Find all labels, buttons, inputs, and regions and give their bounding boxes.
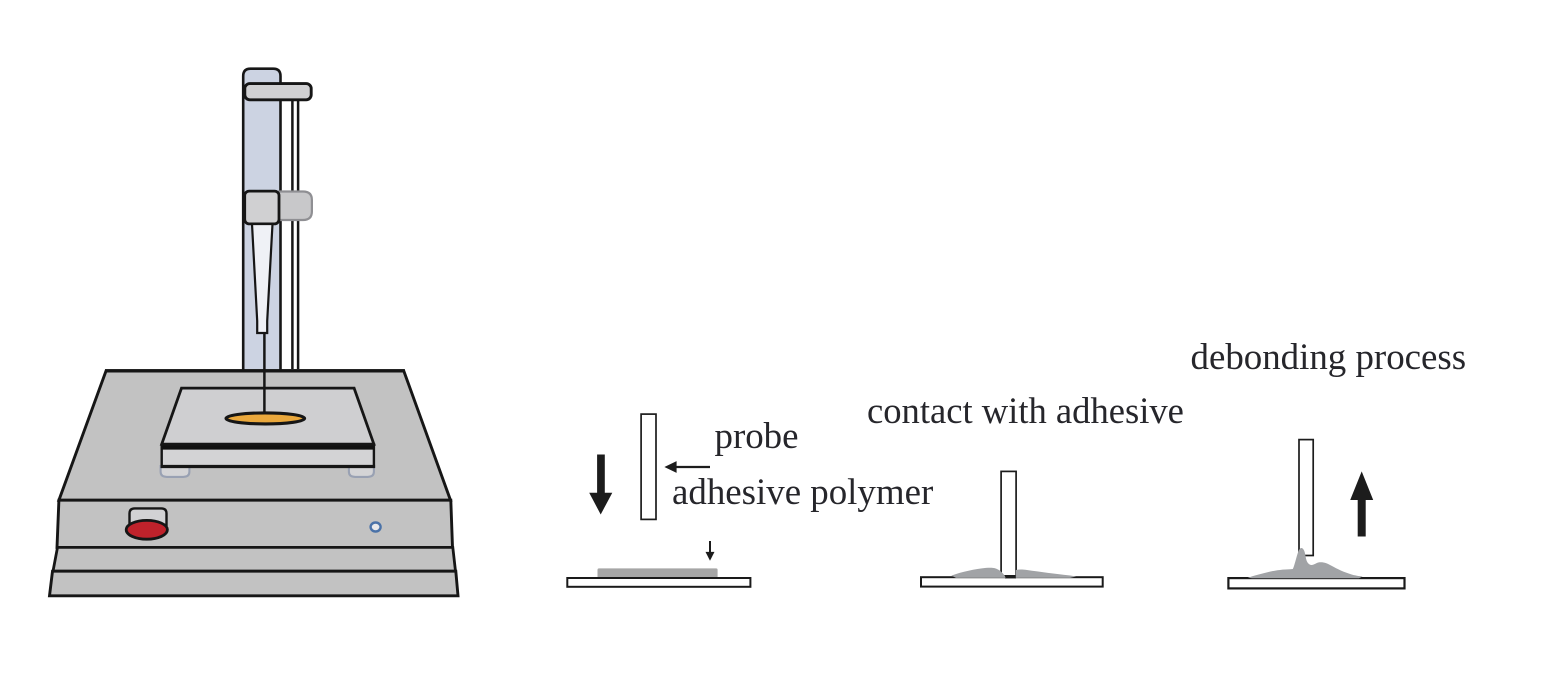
svg-text:debonding process: debonding process (1191, 336, 1467, 377)
svg-text:adhesive polymer: adhesive polymer (672, 471, 933, 512)
svg-text:contact with adhesive: contact with adhesive (867, 390, 1184, 431)
svg-text:probe: probe (715, 415, 799, 456)
